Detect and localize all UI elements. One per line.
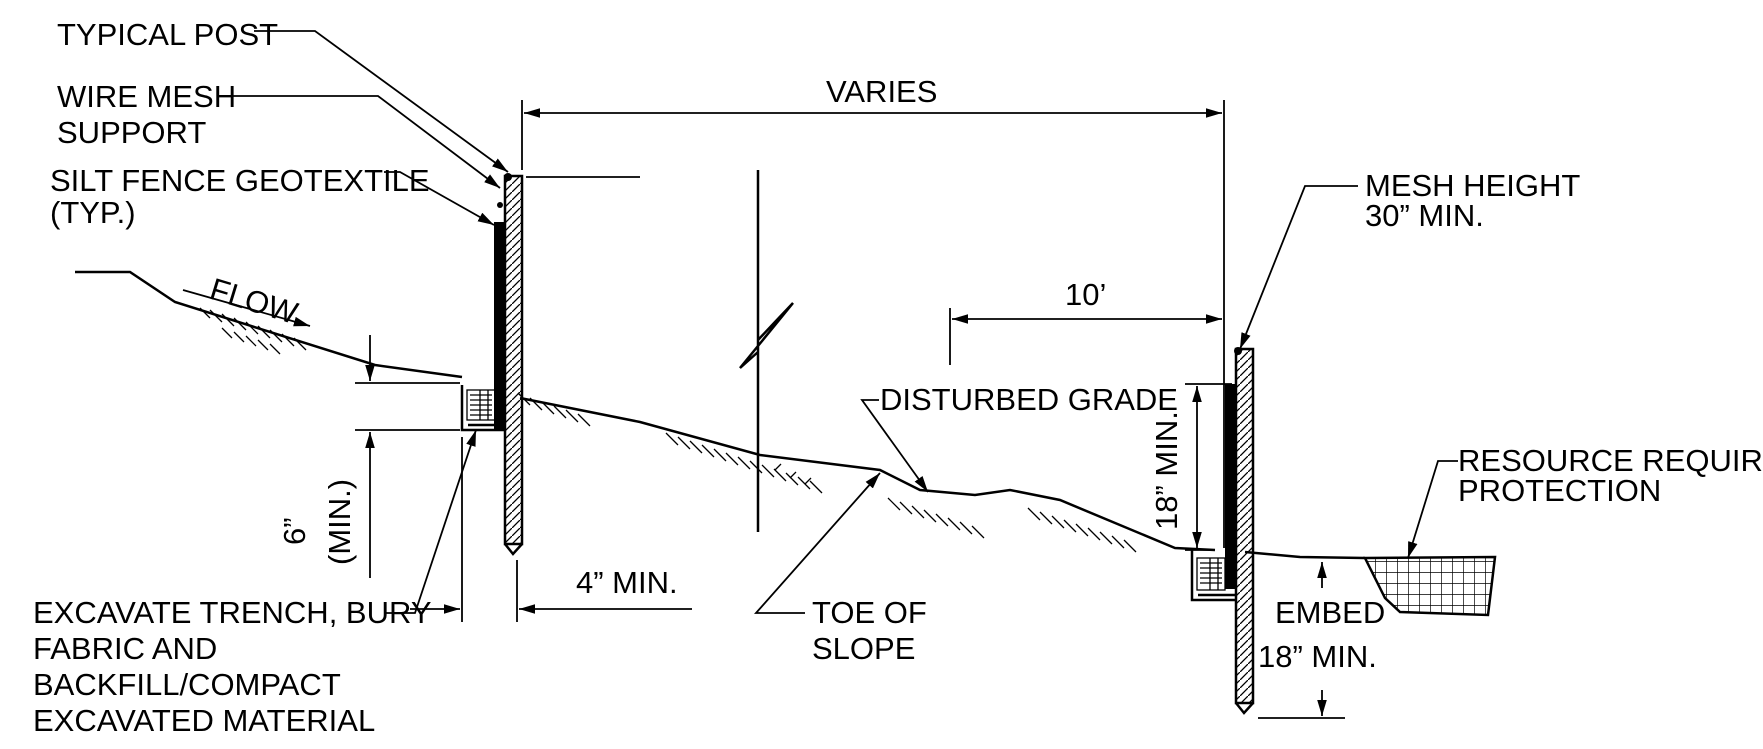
- left-geotextile: [494, 222, 505, 430]
- text-labels: TYPICAL POST WIRE MESH SUPPORT SILT FENC…: [33, 17, 1763, 738]
- dimensions: [355, 100, 1345, 719]
- label-six-in-min: (MIN.): [322, 479, 357, 565]
- label-disturbed-grade: DISTURBED GRADE: [880, 382, 1178, 417]
- label-embed-line2: 18” MIN.: [1258, 639, 1377, 674]
- label-silt-fence-line1: SILT FENCE GEOTEXTILE: [50, 163, 430, 198]
- label-six-in: 6”: [277, 517, 312, 545]
- label-typical-post: TYPICAL POST: [57, 17, 278, 52]
- left-silt-fence: [460, 173, 640, 556]
- label-ten-ft: 10’: [1065, 277, 1106, 312]
- soil-hatching: [199, 307, 1137, 553]
- right-ground-line: [1244, 550, 1366, 560]
- label-resource-line2: PROTECTION: [1458, 473, 1661, 508]
- label-embed-line1: EMBED: [1275, 595, 1385, 630]
- label-silt-fence-line2: (TYP.): [50, 195, 136, 230]
- label-excavate-line1: EXCAVATE TRENCH, BURY: [33, 595, 432, 630]
- right-trench-backfill: [1196, 557, 1226, 591]
- label-toe-line2: SLOPE: [812, 631, 915, 666]
- downslope-ground-line: [519, 396, 1216, 552]
- label-excavate-line2: FABRIC AND: [33, 631, 217, 666]
- label-mesh-height-line2: 30” MIN.: [1365, 198, 1484, 233]
- label-wire-mesh-line2: SUPPORT: [57, 115, 206, 150]
- label-mesh-min-vertical: 18” MIN.: [1149, 411, 1184, 530]
- label-resource-line1: RESOURCE REQUIRING: [1458, 443, 1763, 478]
- label-four-in-min: 4” MIN.: [576, 565, 678, 600]
- right-post: [1234, 347, 1255, 705]
- right-geotextile: [1225, 384, 1236, 589]
- resource-area: [1362, 555, 1497, 617]
- label-toe-line1: TOE OF: [812, 595, 927, 630]
- upslope-ground-line: [75, 270, 463, 379]
- label-flow: FLOW: [206, 271, 303, 331]
- label-excavate-line4: EXCAVATED MATERIAL: [33, 703, 375, 738]
- leader-lines: [182, 30, 1458, 614]
- break-line: [739, 170, 794, 532]
- left-post: [503, 174, 524, 546]
- label-varies: VARIES: [826, 74, 937, 109]
- label-excavate-line3: BACKFILL/COMPACT: [33, 667, 341, 702]
- label-mesh-height-line1: MESH HEIGHT: [1365, 168, 1580, 203]
- flow-arrow: [182, 289, 311, 327]
- left-trench-backfill: [466, 389, 496, 421]
- ground-profile: [75, 270, 1366, 560]
- label-wire-mesh-line1: WIRE MESH: [57, 79, 236, 114]
- right-silt-fence: [1190, 347, 1255, 715]
